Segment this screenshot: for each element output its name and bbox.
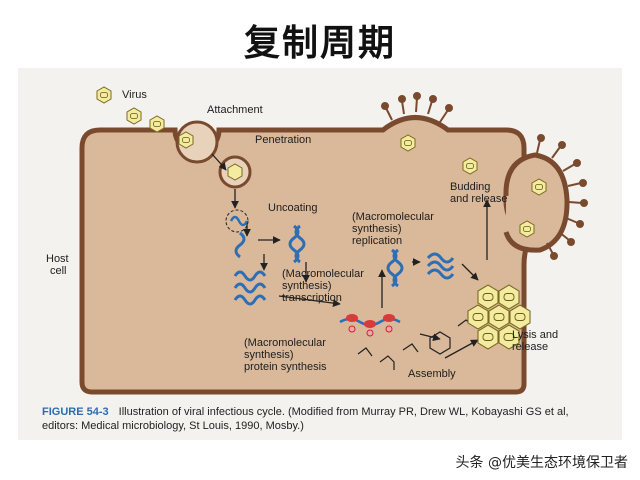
caption-label: FIGURE 54-3 — [42, 406, 109, 418]
label-replication-3: replication — [352, 235, 403, 247]
label-transcription-2: synthesis) — [282, 280, 332, 292]
label-replication-1: (Macromolecular — [352, 211, 434, 223]
page-title: 复制周期 — [243, 23, 396, 64]
label-lysis-2: release — [512, 341, 549, 353]
budding-bulge — [503, 152, 570, 253]
label-budding-2: and release — [450, 193, 508, 205]
caption-text: Illustration of viral infectious cycle. … — [42, 406, 569, 432]
surface-spikes — [381, 92, 588, 260]
label-uncoating: Uncoating — [268, 202, 318, 214]
label-protein-2: synthesis) — [244, 349, 294, 361]
label-assembly: Assembly — [408, 368, 456, 380]
label-transcription-1: (Macromolecular — [282, 268, 364, 280]
label-virus: Virus — [122, 89, 147, 101]
watermark: 头条 @优美生态环境保卫者 — [455, 455, 628, 471]
label-transcription-3: transcription — [282, 292, 342, 304]
label-attachment: Attachment — [207, 104, 263, 116]
label-replication-2: synthesis) — [352, 223, 402, 235]
host-cell-membrane — [79, 115, 534, 395]
label-lysis-1: Lysis and — [512, 329, 559, 341]
label-host-cell-2: cell — [50, 265, 67, 277]
label-penetration: Penetration — [255, 134, 312, 146]
label-budding-1: Budding — [450, 181, 491, 193]
label-protein-1: (Macromolecular — [244, 337, 326, 349]
label-host-cell-1: Host — [46, 253, 69, 265]
label-protein-3: protein synthesis — [244, 361, 327, 373]
